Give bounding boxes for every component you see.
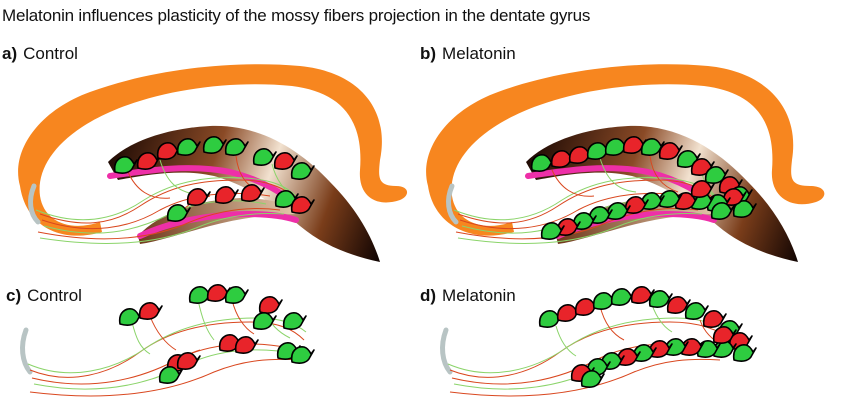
panel-b-neurons xyxy=(530,136,757,240)
panel-a-hilus-tip xyxy=(28,183,41,225)
panel-b-illustration xyxy=(426,64,825,262)
panel-d-granule-neuron-green xyxy=(648,290,673,308)
panel-c-granule-neuron-green xyxy=(118,308,143,326)
panel-a-granule-neuron-red xyxy=(273,152,298,170)
panel-c-granule-neuron-red xyxy=(234,336,259,354)
panel-d-granule-neuron-green xyxy=(684,302,709,320)
panel-c-granule-neuron-red xyxy=(258,296,283,314)
panel-d-hilus-tip xyxy=(440,327,453,375)
panel-c-granule-neuron-red xyxy=(206,284,231,302)
panel-d-name: Melatonin xyxy=(442,286,516,305)
panel-a-granule-neuron-red xyxy=(240,184,265,202)
panel-c-label: c) Control xyxy=(6,286,82,306)
panel-d-illustration xyxy=(440,286,757,397)
panel-a-molecular-layer-lower xyxy=(137,210,299,239)
panel-d-neurons xyxy=(538,286,757,388)
panel-a-letter: a) xyxy=(2,44,18,63)
panel-b-granule-neuron-red xyxy=(556,218,581,236)
panel-a-granule-neuron-green xyxy=(113,156,138,174)
panel-b-granule-neuron-green xyxy=(640,192,665,210)
panel-d-granule-neuron-green xyxy=(610,288,635,306)
panel-c-hilus-tip xyxy=(20,327,33,375)
panel-b-granule-lower xyxy=(556,198,718,244)
panel-b-mossy-fibers xyxy=(453,155,723,244)
panel-b-granule-neuron-red xyxy=(690,180,715,198)
panel-b-granule-neuron-red xyxy=(658,142,683,160)
panel-a-granule-neuron-green xyxy=(290,162,315,180)
panel-b-granule-neuron-green xyxy=(640,138,665,156)
panel-b-granule-neuron-green xyxy=(606,202,631,220)
panel-c-granule-neuron-green xyxy=(252,312,277,330)
panel-a-name: Control xyxy=(23,44,78,63)
panel-d-granule-neuron-green xyxy=(696,340,721,358)
panel-c-name: Control xyxy=(27,286,82,305)
panel-b-granule-neuron-green xyxy=(710,202,735,220)
panel-d-granule-neuron-red xyxy=(648,340,673,358)
panel-a-granule-neuron-red xyxy=(156,142,181,160)
panel-b-granule-neuron-green xyxy=(658,190,683,208)
panel-b-letter: b) xyxy=(420,44,437,63)
panel-d-granule-neuron-red xyxy=(666,296,691,314)
panel-d-granule-neuron-red xyxy=(630,286,655,304)
panel-b-granule-neuron-red xyxy=(624,196,649,214)
panel-b-ca-band xyxy=(426,64,825,236)
panel-c-granule-neuron-green xyxy=(290,346,315,364)
panel-a-granule-neuron-green xyxy=(166,204,191,222)
panel-a-granule-neuron-green xyxy=(224,138,249,156)
panel-c-granule-neuron-red xyxy=(176,352,201,370)
panel-b-name: Melatonin xyxy=(442,44,516,63)
panel-c-granule-neuron-red xyxy=(138,302,163,320)
panel-d-granule-neuron-green xyxy=(632,344,657,362)
panel-b-granule-neuron-red xyxy=(622,136,647,154)
panel-b-granule-neuron-green xyxy=(540,222,565,240)
panel-b-granule-neuron-green xyxy=(604,138,629,156)
panel-b-label: b) Melatonin xyxy=(420,44,516,64)
panel-d-granule-neuron-red xyxy=(712,326,737,344)
panel-d-granule-neuron-green xyxy=(580,370,605,388)
panel-a-granule-neuron-red xyxy=(186,188,211,206)
panel-a-granule-neuron-green xyxy=(252,148,277,166)
panel-c-granule-neuron-green xyxy=(158,366,183,384)
panel-a-granule-neuron-red xyxy=(136,152,161,170)
panel-c-granule-neuron-green xyxy=(188,286,213,304)
panel-c-neurons xyxy=(118,284,315,384)
panel-c-granule-neuron-green xyxy=(282,312,307,330)
panel-a-granule-neuron-red xyxy=(290,196,315,214)
panel-d-letter: d) xyxy=(420,286,437,305)
panel-a-granule-layer xyxy=(108,125,380,262)
panel-a-ca-band xyxy=(18,64,408,236)
panel-a-label: a) Control xyxy=(2,44,78,64)
panel-b-granule-neuron-red xyxy=(722,188,747,206)
panel-b-granule-neuron-green xyxy=(572,212,597,230)
panel-d-granule-neuron-red xyxy=(702,310,727,328)
panel-a-illustration xyxy=(18,64,408,262)
panel-b-hilus-tip xyxy=(446,183,459,225)
panel-d-granule-neuron-red xyxy=(616,348,641,366)
panel-b-granule-neuron-green xyxy=(530,154,555,172)
panel-c-illustration xyxy=(20,284,315,397)
panel-a-granule-lower xyxy=(138,198,300,244)
panel-a-granule-neuron-green xyxy=(202,136,227,154)
figure-title: Melatonin influences plasticity of the m… xyxy=(2,6,591,25)
panel-d-granule-neuron-green xyxy=(664,338,689,356)
panel-b-granule-neuron-green xyxy=(588,206,613,224)
panel-c-letter: c) xyxy=(6,286,22,305)
panel-a-neurons xyxy=(113,136,315,222)
panel-d-granule-neuron-green xyxy=(732,344,757,362)
panel-c-granule-neuron-green xyxy=(224,286,249,304)
panel-a-granule-neuron-red xyxy=(214,186,239,204)
panel-d-label: d) Melatonin xyxy=(420,286,516,306)
panel-a-granule-neuron-green xyxy=(176,138,201,156)
